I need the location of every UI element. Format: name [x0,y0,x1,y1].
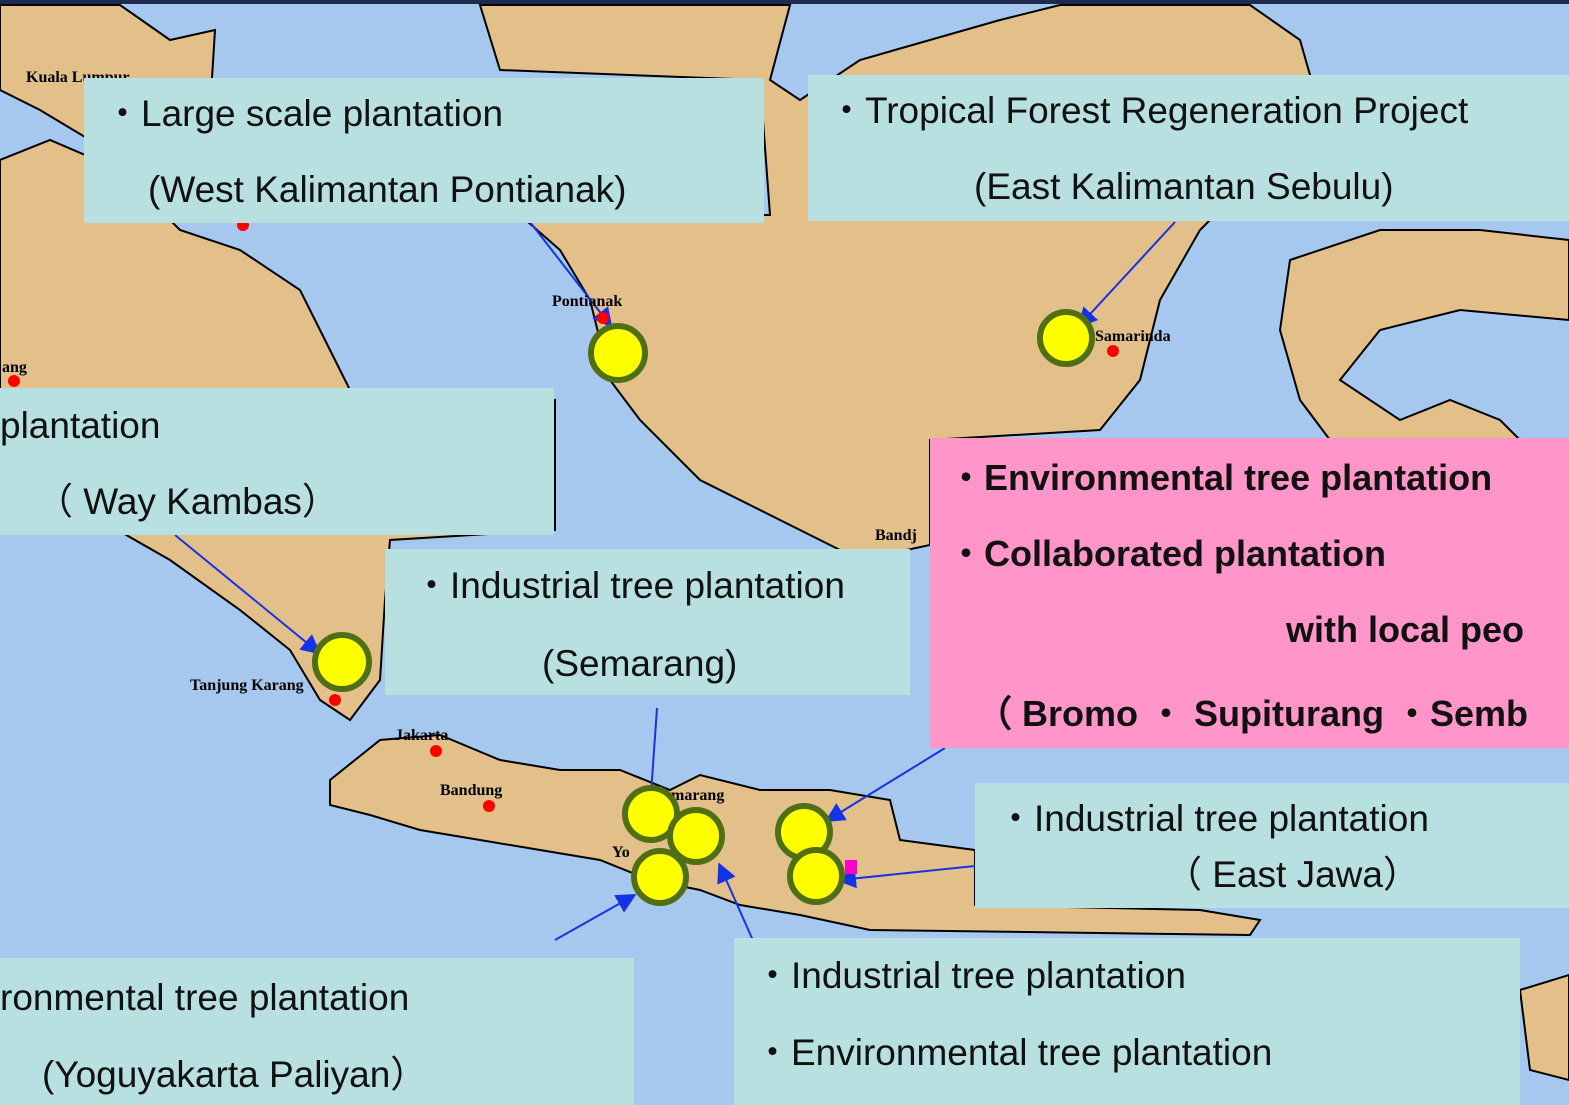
site-marker-sebulu[interactable] [1037,309,1095,367]
callout-line: （ Bromo ・ Supiturang ・Semb [976,693,1529,734]
label-banjarmasin: Bandj [875,527,917,544]
callout-line: （ East Jawa） [1165,854,1420,895]
callout-line: ・Environmental tree plantation [754,1032,1273,1073]
label-yogyakarta: Yo [612,844,630,861]
callout-sebulu: ・Tropical Forest Regeneration Project (E… [808,75,1569,221]
site-marker-pontianak[interactable] [588,323,648,383]
callout-line: ・Collaborated plantation [948,533,1387,574]
callout-pontianak: ・Large scale plantation (West Kalimantan… [84,78,764,223]
city-dot-surabaya [845,860,857,874]
label-palembang: ang [2,359,27,376]
callout-line: (Semarang) [542,643,738,684]
callout-line: (Yoguyakarta Paliyan） [42,1054,428,1095]
callout-line: （ Way Kambas） [36,481,339,522]
city-dot-samarinda [1107,345,1119,357]
arrow-pontianak [529,221,613,329]
callout-line: ronmental tree plantation [0,977,410,1018]
city-dot-pontianak [597,312,609,324]
callout-paliyan: ronmental tree plantation (Yoguyakarta P… [0,958,634,1105]
city-dot-jakarta [430,745,442,757]
land-eastern-islands [1518,973,1569,1082]
callout-semarang: ・Industrial tree plantation (Semarang) [385,549,910,695]
label-tanjung-karang: Tanjung Karang [190,677,304,694]
arrow-bromo [824,747,946,823]
callout-line: with local peo [1286,609,1525,650]
city-dot-tanjung-karang [329,694,341,706]
callout-way-kambas: plantation （ Way Kambas） [0,388,554,535]
label-jakarta: Jakarta [395,727,448,744]
city-dot-palembang [8,375,20,387]
callout-line: ・Industrial tree plantation [997,798,1429,839]
callout-line: plantation [0,405,161,446]
site-marker-central-jawa[interactable] [667,807,725,865]
label-bandung: Bandung [440,782,502,799]
callout-line: ・Tropical Forest Regeneration Project [828,90,1469,131]
callout-line: ・Large scale plantation [104,93,504,134]
site-marker-east-jawa[interactable] [787,847,845,905]
site-marker-semarang[interactable] [622,785,680,843]
top-border [0,0,1569,4]
callout-line: (West Kalimantan Pontianak) [148,169,627,210]
callout-line: ・Industrial tree plantation [413,565,845,606]
callout-bromo: ・Environmental tree plantation ・Collabor… [930,438,1569,748]
callout-central-jawa: ・Industrial tree plantation ・Environment… [734,938,1520,1105]
arrow-central-jawa [717,862,756,946]
callout-line: (East Kalimantan Sebulu) [974,166,1394,207]
callout-line: ・Environmental tree plantation [948,457,1493,498]
label-samarinda: Samarinda [1095,328,1171,345]
arrow-way-kambas [174,534,322,655]
land-sulawesi [1278,229,1569,441]
city-dot-bandung [483,800,495,812]
callout-east-jawa: ・Industrial tree plantation （ East Jawa） [975,783,1569,908]
site-marker-way-kambas[interactable] [312,632,372,692]
callout-line: ・Industrial tree plantation [754,955,1186,996]
site-marker-paliyan[interactable] [631,848,689,906]
arrow-east-jawa [836,865,976,889]
arrow-sebulu [1077,221,1176,328]
label-pontianak: Pontianak [552,293,622,310]
arrow-paliyan [554,894,637,941]
